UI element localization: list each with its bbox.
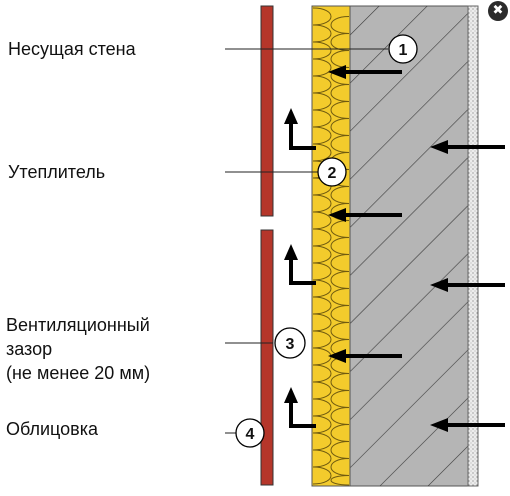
marker-3: 3 bbox=[274, 327, 306, 359]
insulation-fiber-loop bbox=[312, 415, 350, 442]
insulation-fiber-loop bbox=[312, 245, 350, 272]
label-insulation: Утеплитель bbox=[8, 162, 106, 182]
insulation-fiber-loop bbox=[312, 279, 350, 306]
close-icon[interactable]: ✖ bbox=[488, 1, 508, 21]
insulation-fiber-loop bbox=[312, 126, 350, 153]
cladding-panel-bottom bbox=[260, 229, 274, 486]
insulation-fiber-loop bbox=[312, 7, 350, 34]
heat-flow-arrows-inner bbox=[328, 65, 402, 363]
marker-4: 4 bbox=[235, 418, 265, 448]
marker-1: 1 bbox=[388, 34, 418, 64]
label-load-bearing-wall: Несущая стена bbox=[8, 39, 136, 59]
label-ventilation-gap-line1: Вентиляционный bbox=[6, 315, 150, 335]
insulation-fiber-loop bbox=[312, 228, 350, 255]
insulation-fiber-loop bbox=[312, 381, 350, 408]
svg-text:1: 1 bbox=[399, 42, 408, 59]
svg-text:3: 3 bbox=[286, 336, 295, 353]
insulation-fiber-loop bbox=[312, 211, 350, 238]
insulation-fiber-loop bbox=[312, 364, 350, 391]
insulation-fiber-loop bbox=[312, 75, 350, 102]
label-ventilation-gap-line2: зазор bbox=[6, 339, 53, 359]
svg-text:4: 4 bbox=[246, 426, 255, 443]
label-ventilation-gap-line3: (не менее 20 мм) bbox=[6, 363, 151, 383]
load-bearing-wall bbox=[349, 5, 469, 487]
insulation-fiber-loop bbox=[312, 466, 350, 486]
insulation-fiber-loop bbox=[312, 449, 350, 476]
insulation-fiber-loop bbox=[312, 109, 350, 136]
insulation-fiber-loop bbox=[312, 24, 350, 51]
insulation-fiber-loop bbox=[312, 398, 350, 425]
marker-2: 2 bbox=[317, 157, 347, 187]
svg-text:2: 2 bbox=[328, 165, 337, 182]
label-cladding: Облицовка bbox=[6, 419, 99, 439]
heat-flow-arrows-outer bbox=[430, 140, 505, 432]
insulation-fiber-loop bbox=[312, 296, 350, 323]
cladding-panel-top bbox=[260, 5, 274, 217]
insulation-fiber-loop bbox=[312, 262, 350, 289]
insulation-fiber-loop bbox=[312, 432, 350, 459]
plaster-layer bbox=[467, 5, 479, 487]
insulation-fiber-loop bbox=[312, 92, 350, 119]
airflow-up-arrows bbox=[284, 108, 316, 428]
insulation-fiber-loop bbox=[312, 313, 350, 340]
insulation-layer bbox=[311, 5, 351, 487]
